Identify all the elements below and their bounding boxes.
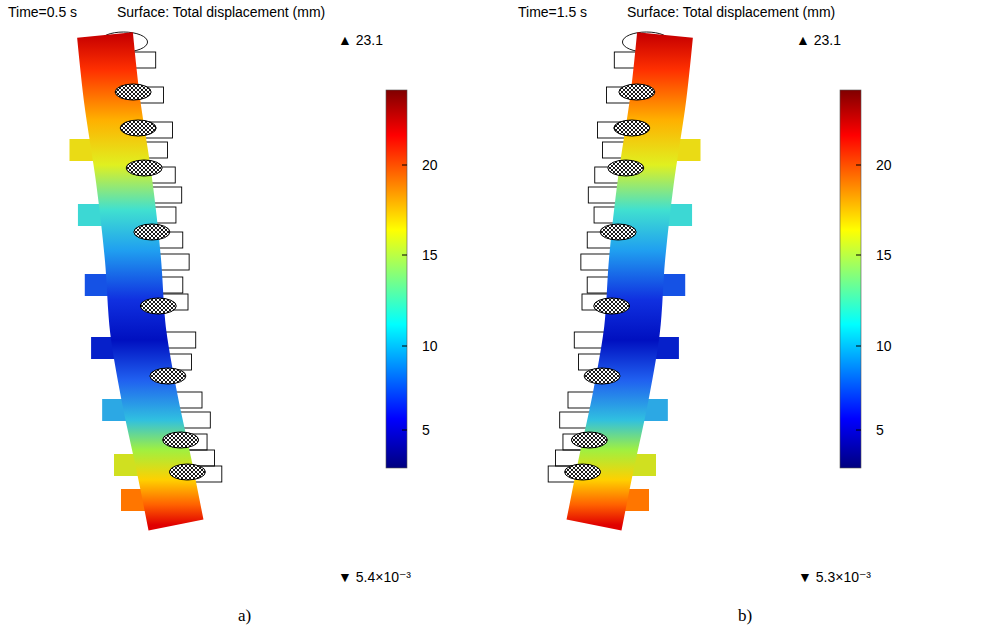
color-bar-tick: [402, 346, 407, 347]
disc-mesh: [600, 224, 636, 240]
color-bar-tick: [856, 346, 861, 347]
panel-label: a): [238, 606, 251, 625]
panel-label: b): [738, 606, 752, 625]
tick-label: 10: [422, 338, 438, 354]
plot-title: Time=1.5 s: [518, 4, 587, 20]
spine-model: [70, 32, 222, 525]
tick-label: 5: [422, 422, 430, 438]
undeformed-outline: [588, 187, 618, 203]
disc-mesh: [594, 298, 630, 314]
plot-title: Time=0.5 s: [8, 4, 77, 20]
undeformed-outline: [581, 254, 611, 270]
disc-mesh: [150, 368, 186, 384]
tick-label: 20: [422, 157, 438, 173]
tick-label: 15: [876, 247, 892, 263]
undeformed-outline: [574, 332, 604, 348]
plot-title: Surface: Total displacement (mm): [627, 4, 835, 20]
tick-label: 15: [422, 247, 438, 263]
min-value: ▼ 5.4×10⁻³: [338, 569, 411, 585]
disc-mesh: [608, 160, 644, 176]
tick-label: 20: [876, 157, 892, 173]
plot-title: Surface: Total displacement (mm): [117, 4, 325, 20]
deformed-spine: [105, 35, 176, 525]
color-bar: [386, 90, 407, 468]
disc-mesh: [584, 368, 620, 384]
tick-label: 10: [876, 338, 892, 354]
color-bar-tick: [856, 165, 861, 166]
disc-mesh: [126, 160, 162, 176]
disc-mesh: [565, 464, 601, 480]
undeformed-outline: [166, 332, 196, 348]
color-bar-tick: [856, 430, 861, 431]
max-value: ▲ 23.1: [796, 32, 841, 48]
disc-mesh: [614, 120, 650, 136]
disc-mesh: [619, 84, 655, 100]
undeformed-outline: [159, 254, 189, 270]
color-bar-tick: [402, 165, 407, 166]
disc-mesh: [571, 432, 607, 448]
max-value: ▲ 23.1: [338, 32, 383, 48]
disc-mesh: [115, 84, 151, 100]
disc-mesh: [169, 464, 205, 480]
color-bar: [840, 90, 861, 468]
undeformed-outline: [180, 412, 210, 428]
disc-mesh: [163, 432, 199, 448]
deformed-spine: [594, 35, 665, 525]
tick-label: 5: [876, 422, 884, 438]
disc-mesh: [120, 120, 156, 136]
color-bar-tick: [856, 255, 861, 256]
disc-mesh: [140, 298, 176, 314]
undeformed-outline: [560, 412, 590, 428]
min-value: ▼ 5.3×10⁻³: [798, 569, 871, 585]
undeformed-outline: [152, 187, 182, 203]
color-bar-tick: [402, 255, 407, 256]
color-bar-tick: [402, 430, 407, 431]
disc-mesh: [134, 224, 170, 240]
spine-model: [548, 32, 700, 525]
